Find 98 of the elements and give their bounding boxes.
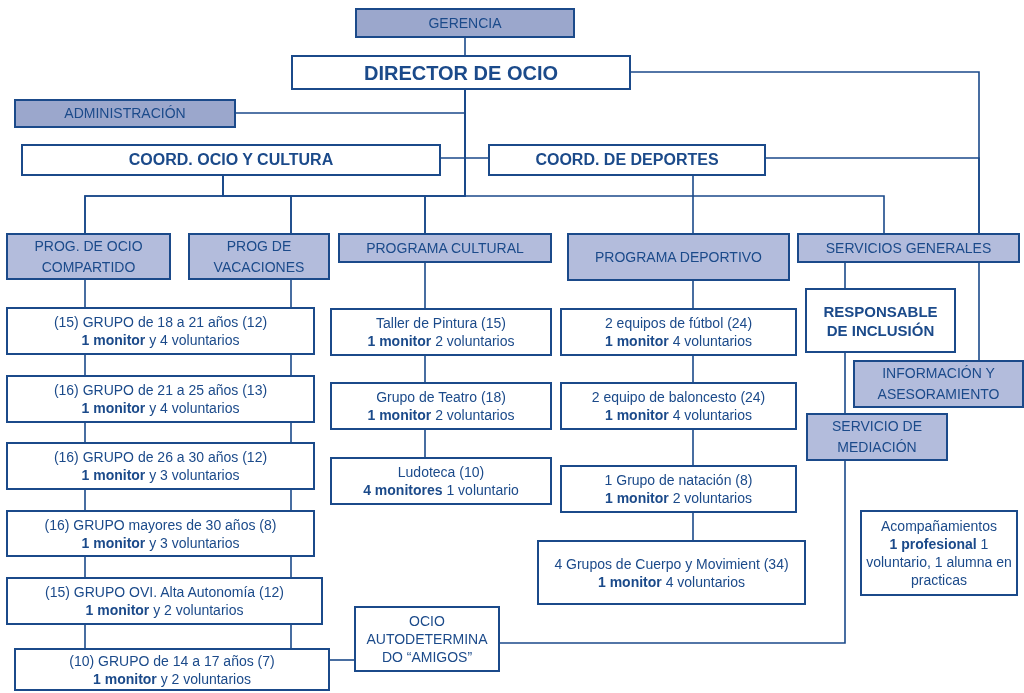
org-box xyxy=(188,233,330,280)
connector-line xyxy=(464,37,466,56)
connector-line xyxy=(765,157,980,234)
org-box xyxy=(6,375,315,423)
box-label: 1 Grupo de natación (8) xyxy=(604,471,753,489)
org-box xyxy=(330,308,552,356)
box-label: Acompañamientos xyxy=(881,517,997,535)
org-box xyxy=(6,307,315,355)
connector-line xyxy=(692,512,694,541)
org-box xyxy=(537,540,806,605)
box-label: 1 monitor 2 voluntarios xyxy=(367,406,515,424)
connector-line xyxy=(84,354,86,376)
org-box xyxy=(14,99,236,128)
box-label: ADMINISTRACIÓN xyxy=(64,104,186,123)
box-label: 1 monitor y 3 voluntarios xyxy=(81,466,240,484)
connector-line xyxy=(290,354,292,376)
box-label: GERENCIA xyxy=(428,13,502,33)
box-label: (16) GRUPO de 26 a 30 años (12) xyxy=(53,448,268,466)
box-label: 1 monitor 2 voluntarios xyxy=(367,332,515,350)
box-label: 1 monitor y 4 voluntarios xyxy=(81,399,240,417)
connector-line xyxy=(84,422,86,443)
connector-line xyxy=(978,262,980,361)
box-label: 1 monitor y 2 voluntarios xyxy=(93,669,251,688)
connector-line xyxy=(84,489,86,511)
connector-line xyxy=(290,422,292,443)
connector-line xyxy=(290,489,292,511)
connector-line xyxy=(84,279,86,308)
org-box xyxy=(6,233,171,280)
org-box xyxy=(806,413,948,461)
connector-line xyxy=(692,429,694,466)
box-label: RESPONSABLE DE INCLUSIÓN xyxy=(822,301,939,340)
connector-line xyxy=(84,624,86,649)
box-label: 1 monitor 4 voluntarios xyxy=(604,406,753,424)
connector-line xyxy=(499,460,846,644)
connector-line xyxy=(692,355,694,383)
org-box xyxy=(338,233,552,263)
box-label: OCIO AUTODETERMINA DO “AMIGOS” xyxy=(365,612,489,666)
org-box xyxy=(853,360,1024,408)
connector-line xyxy=(424,355,426,383)
org-box xyxy=(355,8,575,38)
org-box xyxy=(330,457,552,505)
box-label: 4 Grupos de Cuerpo y Movimient (34) xyxy=(554,554,789,573)
org-box xyxy=(488,144,766,176)
box-label: SERVICIO DE MEDIACIÓN xyxy=(831,417,923,457)
box-label: (16) GRUPO mayores de 30 años (8) xyxy=(44,515,277,534)
org-box xyxy=(560,308,797,356)
box-label: 1 monitor y 3 voluntarios xyxy=(81,533,240,552)
box-label: PROGRAMA DEPORTIVO xyxy=(595,247,762,267)
connector-line xyxy=(84,556,86,578)
connector-line xyxy=(692,175,694,234)
org-box xyxy=(797,233,1020,263)
box-label: 2 equipo de baloncesto (24) xyxy=(591,388,766,406)
box-label: INFORMACIÓN Y ASESORAMIENTO xyxy=(876,364,1001,404)
box-label: Taller de Pintura (15) xyxy=(376,314,506,332)
box-label: 1 monitor y 2 voluntarios xyxy=(85,601,244,619)
org-box xyxy=(6,442,315,490)
box-label: Ludoteca (10) xyxy=(397,463,485,481)
box-label: SERVICIOS GENERALES xyxy=(825,238,992,258)
box-label: PROGRAMA CULTURAL xyxy=(366,238,524,258)
org-box xyxy=(6,577,323,625)
box-label: (15) GRUPO OVI. Alta Autonomía (12) xyxy=(45,583,284,601)
box-label: COORD. DE DEPORTES xyxy=(535,150,719,170)
org-box xyxy=(560,465,797,513)
org-box xyxy=(6,510,315,557)
box-label: (10) GRUPO de 14 a 17 años (7) xyxy=(69,651,275,670)
box-label: 1 monitor 2 voluntarios xyxy=(604,489,753,507)
connector-line xyxy=(290,279,292,308)
box-label: 1 profesional 1 voluntario, 1 alumna en practicas xyxy=(866,535,1012,589)
org-box xyxy=(21,144,441,176)
box-label: 2 equipos de fútbol (24) xyxy=(604,314,753,332)
org-box xyxy=(354,606,500,672)
box-label: PROG. DE OCIO COMPARTIDO xyxy=(33,236,144,277)
org-box xyxy=(805,288,956,353)
connector-line xyxy=(692,280,694,309)
connector-line xyxy=(844,262,846,289)
connector-line xyxy=(329,659,355,661)
connector-line xyxy=(844,352,846,414)
org-box xyxy=(860,510,1018,596)
connector-line xyxy=(290,624,292,649)
box-label: COORD. OCIO Y CULTURA xyxy=(128,150,334,170)
box-label: DIRECTOR DE OCIO xyxy=(363,60,559,86)
box-label: Grupo de Teatro (18) xyxy=(376,388,506,406)
box-label: (16) GRUPO de 21 a 25 años (13) xyxy=(53,381,268,399)
org-box xyxy=(330,382,552,430)
org-box xyxy=(567,233,790,281)
connector-line xyxy=(222,175,426,234)
connector-line xyxy=(424,429,426,458)
box-label: 4 monitores 1 voluntario xyxy=(363,481,519,499)
org-box xyxy=(14,648,330,691)
org-box xyxy=(560,382,797,430)
connector-line xyxy=(424,262,426,309)
connector-line xyxy=(290,556,292,578)
box-label: PROG DE VACACIONES xyxy=(212,236,306,277)
box-label: 1 monitor 4 voluntarios xyxy=(604,332,753,350)
org-box xyxy=(291,55,631,90)
box-label: (15) GRUPO de 18 a 21 años (12) xyxy=(53,313,268,331)
box-label: 1 monitor y 4 voluntarios xyxy=(81,331,240,349)
box-label: 1 monitor 4 voluntarios xyxy=(597,572,746,591)
